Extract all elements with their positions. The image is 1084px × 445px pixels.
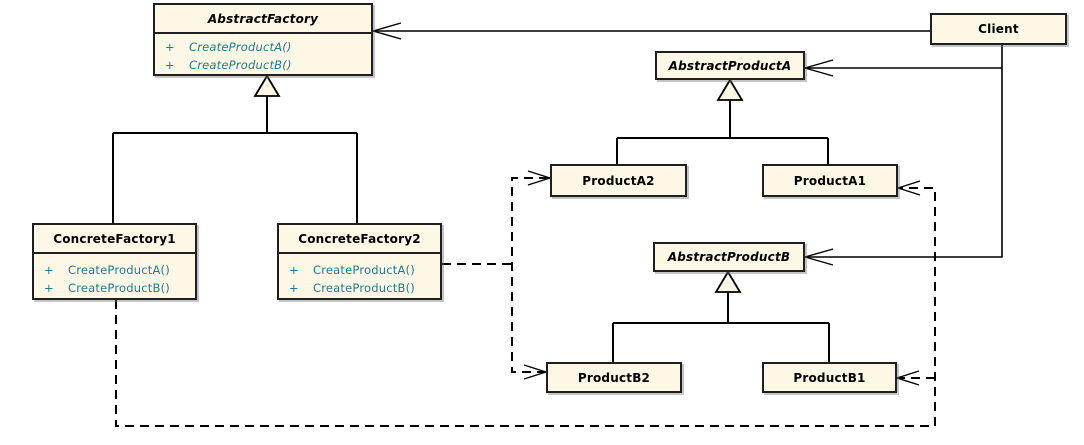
signature: CreateProductB() bbox=[189, 58, 292, 72]
open-arrowhead-icon bbox=[372, 22, 402, 40]
visibility: + bbox=[289, 263, 299, 277]
methods-compartment: + CreateProductA() + CreateProductB() bbox=[34, 254, 195, 297]
class-name: Client bbox=[978, 22, 1019, 36]
signature: CreateProductA() bbox=[313, 263, 415, 277]
generalization-products-a bbox=[616, 78, 829, 164]
class-box-client[interactable]: Client bbox=[930, 13, 1067, 45]
open-arrowhead-icon bbox=[523, 364, 547, 380]
method-row: + CreateProductA() bbox=[289, 261, 440, 279]
dependency-concretefactory2 bbox=[442, 170, 551, 380]
visibility: + bbox=[165, 40, 175, 54]
class-box-product-a1[interactable]: ProductA1 bbox=[762, 164, 898, 197]
class-name: AbstractProductA bbox=[668, 58, 792, 73]
class-box-concrete-factory-2[interactable]: ConcreteFactory2 + CreateProductA() + Cr… bbox=[277, 223, 442, 300]
visibility: + bbox=[165, 58, 175, 72]
class-name: ProductA1 bbox=[793, 173, 867, 188]
class-box-concrete-factory-1[interactable]: ConcreteFactory1 + CreateProductA() + Cr… bbox=[32, 223, 197, 300]
hollow-triangle-icon bbox=[714, 270, 742, 293]
signature: CreateProductA() bbox=[189, 40, 292, 54]
visibility: + bbox=[289, 281, 299, 295]
class-name: ProductA2 bbox=[582, 173, 655, 188]
open-arrowhead-icon bbox=[896, 370, 920, 386]
open-arrowhead-icon bbox=[897, 180, 921, 196]
methods-compartment: + CreateProductA() + CreateProductB() bbox=[155, 34, 371, 74]
visibility: + bbox=[44, 281, 54, 295]
open-arrowhead-icon bbox=[527, 170, 551, 186]
hollow-triangle-icon bbox=[716, 78, 744, 101]
class-name: ConcreteFactory2 bbox=[279, 225, 440, 254]
class-name: AbstractFactory bbox=[155, 5, 371, 34]
class-name: ProductB2 bbox=[577, 370, 651, 385]
class-box-product-b1[interactable]: ProductB1 bbox=[762, 362, 897, 393]
class-box-abstract-product-b[interactable]: AbstractProductB bbox=[653, 242, 805, 272]
open-arrowhead-icon bbox=[804, 59, 834, 77]
association-client-abstractproducts bbox=[804, 45, 1003, 266]
class-name: ProductB1 bbox=[793, 370, 866, 385]
dependency-concretefactory1 bbox=[115, 180, 936, 427]
class-box-abstract-factory[interactable]: AbstractFactory + CreateProductA() + Cre… bbox=[153, 3, 373, 76]
class-box-abstract-product-a[interactable]: AbstractProductA bbox=[655, 51, 805, 80]
signature: CreateProductA() bbox=[68, 263, 170, 277]
generalization-factories bbox=[112, 74, 358, 223]
method-row: + CreateProductB() bbox=[165, 56, 371, 74]
method-row: + CreateProductA() bbox=[44, 261, 195, 279]
generalization-products-b bbox=[612, 270, 830, 362]
class-box-product-a2[interactable]: ProductA2 bbox=[550, 164, 687, 197]
class-name: AbstractProductB bbox=[667, 250, 791, 264]
method-row: + CreateProductB() bbox=[44, 279, 195, 297]
signature: CreateProductB() bbox=[313, 281, 415, 295]
method-row: + CreateProductB() bbox=[289, 279, 440, 297]
hollow-triangle-icon bbox=[253, 74, 281, 97]
class-name: ConcreteFactory1 bbox=[34, 225, 195, 254]
methods-compartment: + CreateProductA() + CreateProductB() bbox=[279, 254, 440, 297]
signature: CreateProductB() bbox=[68, 281, 170, 295]
open-arrowhead-icon bbox=[804, 248, 834, 266]
method-row: + CreateProductA() bbox=[165, 38, 371, 56]
class-box-product-b2[interactable]: ProductB2 bbox=[546, 362, 682, 393]
association-client-abstractfactory bbox=[372, 22, 930, 40]
visibility: + bbox=[44, 263, 54, 277]
